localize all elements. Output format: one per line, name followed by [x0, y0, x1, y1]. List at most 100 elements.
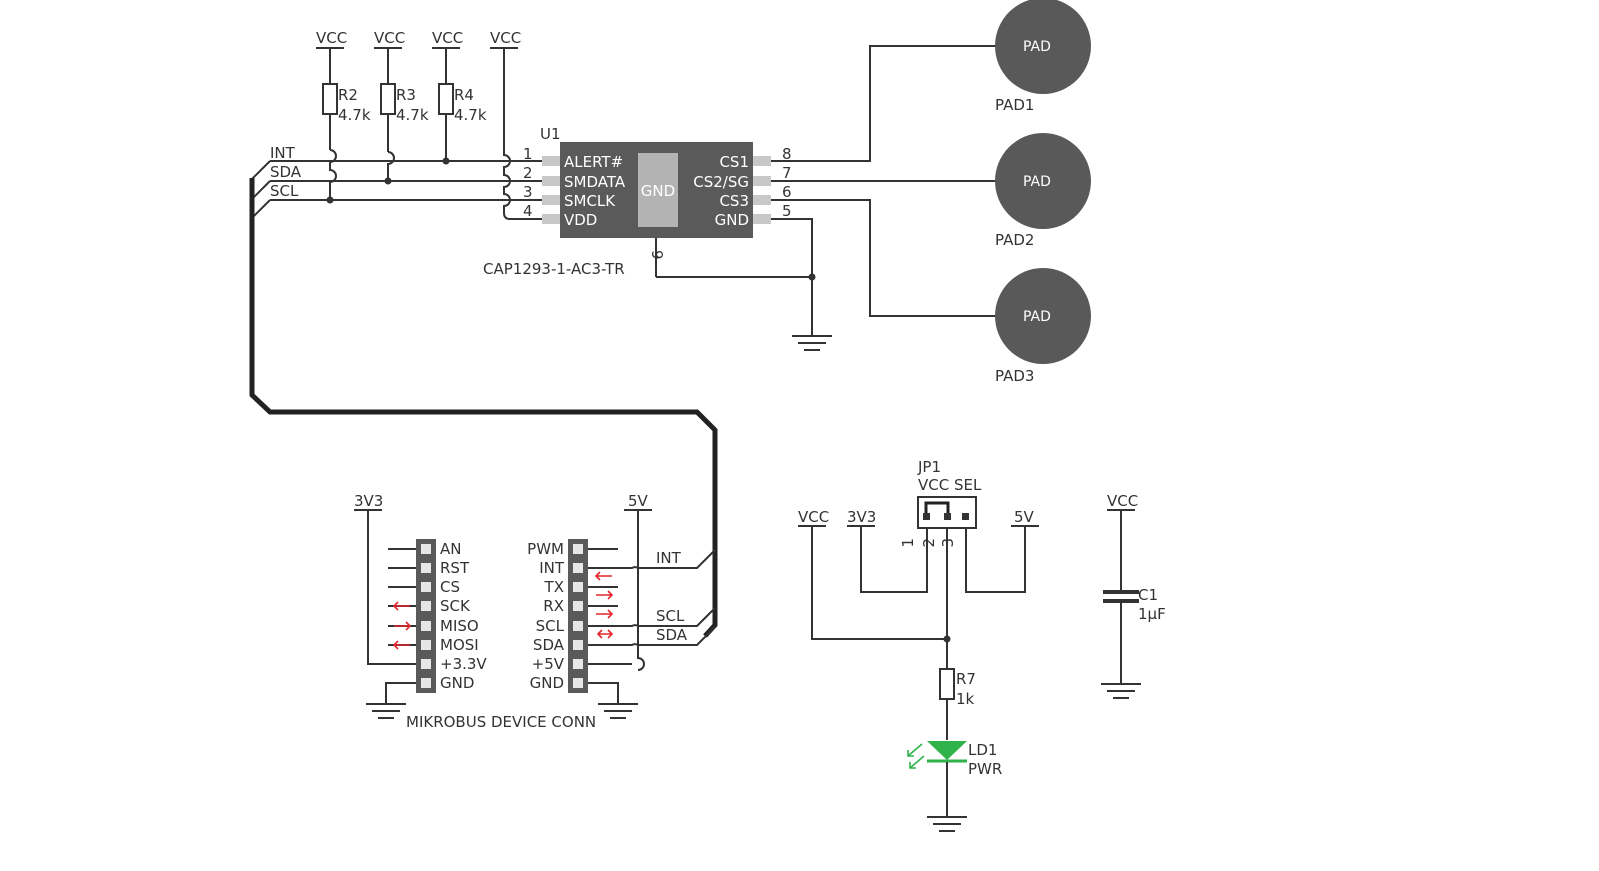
mikrobus-left-header: AN RST CS SCK MISO MOSI +3.3V GND [385, 539, 487, 703]
u1-chip: U1 GND ALERT# SMDATA SMCLK VDD 1 2 3 4 C… [483, 125, 792, 278]
u1-pin-num-2: 2 [523, 164, 533, 182]
pad-3: PAD PAD3 [995, 268, 1091, 385]
u1-pin-smclk: SMCLK [564, 192, 616, 210]
ground-symbol-c1 [1101, 683, 1141, 699]
mikrobus-pin-mosi: MOSI [440, 636, 479, 654]
u1-pin-num-4: 4 [523, 202, 533, 220]
bus-label-int: INT [270, 144, 296, 162]
pad-1-label: PAD1 [995, 96, 1034, 114]
mikrobus-pin-an: AN [440, 540, 461, 558]
jp1-ref: JP1 [917, 458, 941, 476]
r2-ref: R2 [338, 86, 358, 104]
r7-ref: R7 [956, 670, 976, 688]
resistor-r4: R4 4.7k [438, 48, 487, 161]
mikrobus-pin-rx: RX [543, 597, 564, 615]
pad-1: PAD PAD1 [995, 0, 1091, 114]
r2-value: 4.7k [338, 106, 371, 124]
mikrobus-5v-label: 5V [628, 492, 649, 510]
mikrobus-pin-sda: SDA [533, 636, 565, 654]
pad-3-label: PAD3 [995, 367, 1034, 385]
direction-arrows-right [594, 571, 614, 639]
mikrobus-net-scl: SCL [656, 607, 685, 625]
vcc-label-4: VCC [490, 29, 521, 47]
resistor-r2: R2 4.7k [322, 48, 371, 150]
capacitor-c1: VCC C1 1µF [1103, 492, 1166, 683]
pullup-connections [326, 48, 542, 220]
ground-symbol-mikrobus-right [598, 703, 638, 719]
r3-value: 4.7k [396, 106, 429, 124]
led-ld1: LD1 PWR [907, 741, 1002, 816]
mikrobus-pin-scl: SCL [536, 617, 565, 635]
mikrobus-pin-int: INT [539, 559, 565, 577]
u1-pin-cs1: CS1 [719, 153, 749, 171]
vcc-label-1: VCC [316, 29, 347, 47]
u1-pin-num-8: 8 [782, 145, 792, 163]
vcc-label-3: VCC [432, 29, 463, 47]
mikrobus-pin-sck: SCK [440, 597, 471, 615]
jumper-jp1: JP1 VCC SEL 1 2 3 VCC 3V3 5V [798, 458, 1039, 669]
r7-value: 1k [956, 690, 975, 708]
jp1-vcc-label: VCC [798, 508, 829, 526]
u1-gnd-pad [638, 153, 678, 227]
ground-symbol-mikrobus-left [366, 703, 406, 719]
mikrobus-title: MIKROBUS DEVICE CONN [406, 713, 596, 731]
bus-label-scl: SCL [270, 182, 299, 200]
ground-symbol-u1 [792, 335, 832, 351]
mikrobus-net-int: INT [656, 549, 682, 567]
mikrobus-pin-pwm: PWM [527, 540, 564, 558]
c1-vcc-label: VCC [1107, 492, 1138, 510]
r3-ref: R3 [396, 86, 416, 104]
pad-3-text: PAD [1023, 309, 1051, 325]
mikrobus-pin-gnd-right: GND [530, 674, 564, 692]
u1-pin-num-3: 3 [523, 183, 533, 201]
u1-center-label: GND [641, 182, 675, 200]
mikrobus-3v3-label: 3V3 [354, 492, 383, 510]
mikrobus-connector: 3V3 5V AN RST CS SC [354, 492, 716, 731]
u1-pin-cs3: CS3 [719, 192, 749, 210]
mikrobus-pin-miso: MISO [440, 617, 479, 635]
u1-ref: U1 [540, 125, 561, 143]
bus-signal-lines: INT SDA SCL [251, 144, 542, 219]
mikrobus-right-header: INT SCL SDA PWM INT TX RX SCL SDA +5V GN… [527, 539, 716, 703]
vcc-top-group: VCC VCC VCC VCC [316, 29, 521, 49]
ld1-ref: LD1 [968, 741, 997, 759]
c1-ref: C1 [1138, 586, 1158, 604]
mikrobus-pin-5v: +5V [532, 655, 565, 673]
u1-part-number: CAP1293-1-AC3-TR [483, 260, 625, 278]
jp1-pin-1: 1 [899, 538, 917, 548]
r4-value: 4.7k [454, 106, 487, 124]
direction-arrows-left [392, 601, 412, 650]
u1-right-wiring [656, 45, 996, 335]
u1-pin-gnd: GND [715, 211, 749, 229]
ground-symbol-led [927, 816, 967, 832]
mikrobus-pin-gnd-left: GND [440, 674, 474, 692]
ld1-value: PWR [968, 760, 1002, 778]
resistor-r7: R7 1k [939, 668, 976, 740]
mikrobus-pin-cs: CS [440, 578, 460, 596]
resistor-r3: R3 4.7k [380, 48, 429, 152]
u1-pin-cs2: CS2/SG [693, 173, 749, 191]
bus-line [249, 178, 718, 638]
u1-pin-alert: ALERT# [564, 153, 623, 171]
pad-2: PAD PAD2 [995, 133, 1091, 249]
bus-label-sda: SDA [270, 163, 302, 181]
u1-pin-num-6: 6 [782, 183, 792, 201]
pad-2-text: PAD [1023, 174, 1051, 190]
mikrobus-pin-3v3: +3.3V [440, 655, 487, 673]
u1-pin-vdd: VDD [564, 211, 597, 229]
jp1-5v-label: 5V [1014, 508, 1035, 526]
mikrobus-pin-tx: TX [544, 578, 564, 596]
u1-pin-smdata: SMDATA [564, 173, 626, 191]
u1-pin-num-9: 9 [648, 250, 666, 260]
r4-ref: R4 [454, 86, 474, 104]
c1-value: 1µF [1138, 605, 1166, 623]
u1-pin-num-5: 5 [782, 202, 792, 220]
mikrobus-net-sda: SDA [656, 626, 688, 644]
mikrobus-pin-rst: RST [440, 559, 470, 577]
pad-2-label: PAD2 [995, 231, 1034, 249]
u1-pin-num-1: 1 [523, 145, 533, 163]
pad-1-text: PAD [1023, 39, 1051, 55]
jp1-3v3-label: 3V3 [847, 508, 876, 526]
